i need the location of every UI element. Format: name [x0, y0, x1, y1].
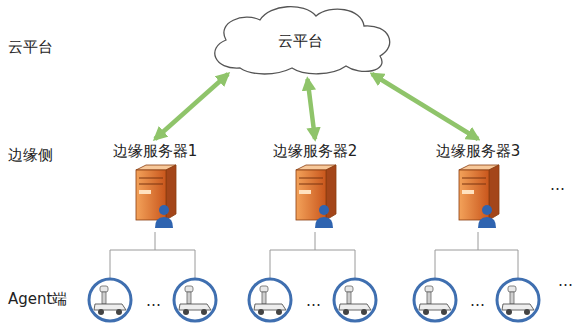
server-label: 边缘服务器2: [257, 142, 373, 160]
edge-server: 边缘服务器1: [97, 142, 213, 232]
tier-label: 边缘侧: [8, 146, 53, 164]
edge-server: 边缘服务器3: [420, 142, 536, 232]
server-label: 边缘服务器3: [420, 142, 536, 160]
edge-server: 边缘服务器2: [257, 142, 373, 232]
tier-label: Agent端: [8, 290, 67, 308]
uplink-arrow: [308, 79, 316, 139]
ellipsis-mark: …: [558, 272, 573, 290]
tier-label: 云平台: [8, 38, 53, 56]
uplink-arrow: [372, 74, 478, 139]
ellipsis-mark: …: [146, 292, 161, 310]
ellipsis-mark: …: [550, 176, 565, 194]
server-label: 边缘服务器1: [97, 142, 213, 160]
uplink-arrow: [155, 74, 228, 139]
cloud-node: 云平台: [200, 2, 400, 76]
ellipsis-mark: …: [306, 292, 321, 310]
ellipsis-mark: …: [470, 292, 485, 310]
cloud-label: 云平台: [200, 32, 400, 50]
